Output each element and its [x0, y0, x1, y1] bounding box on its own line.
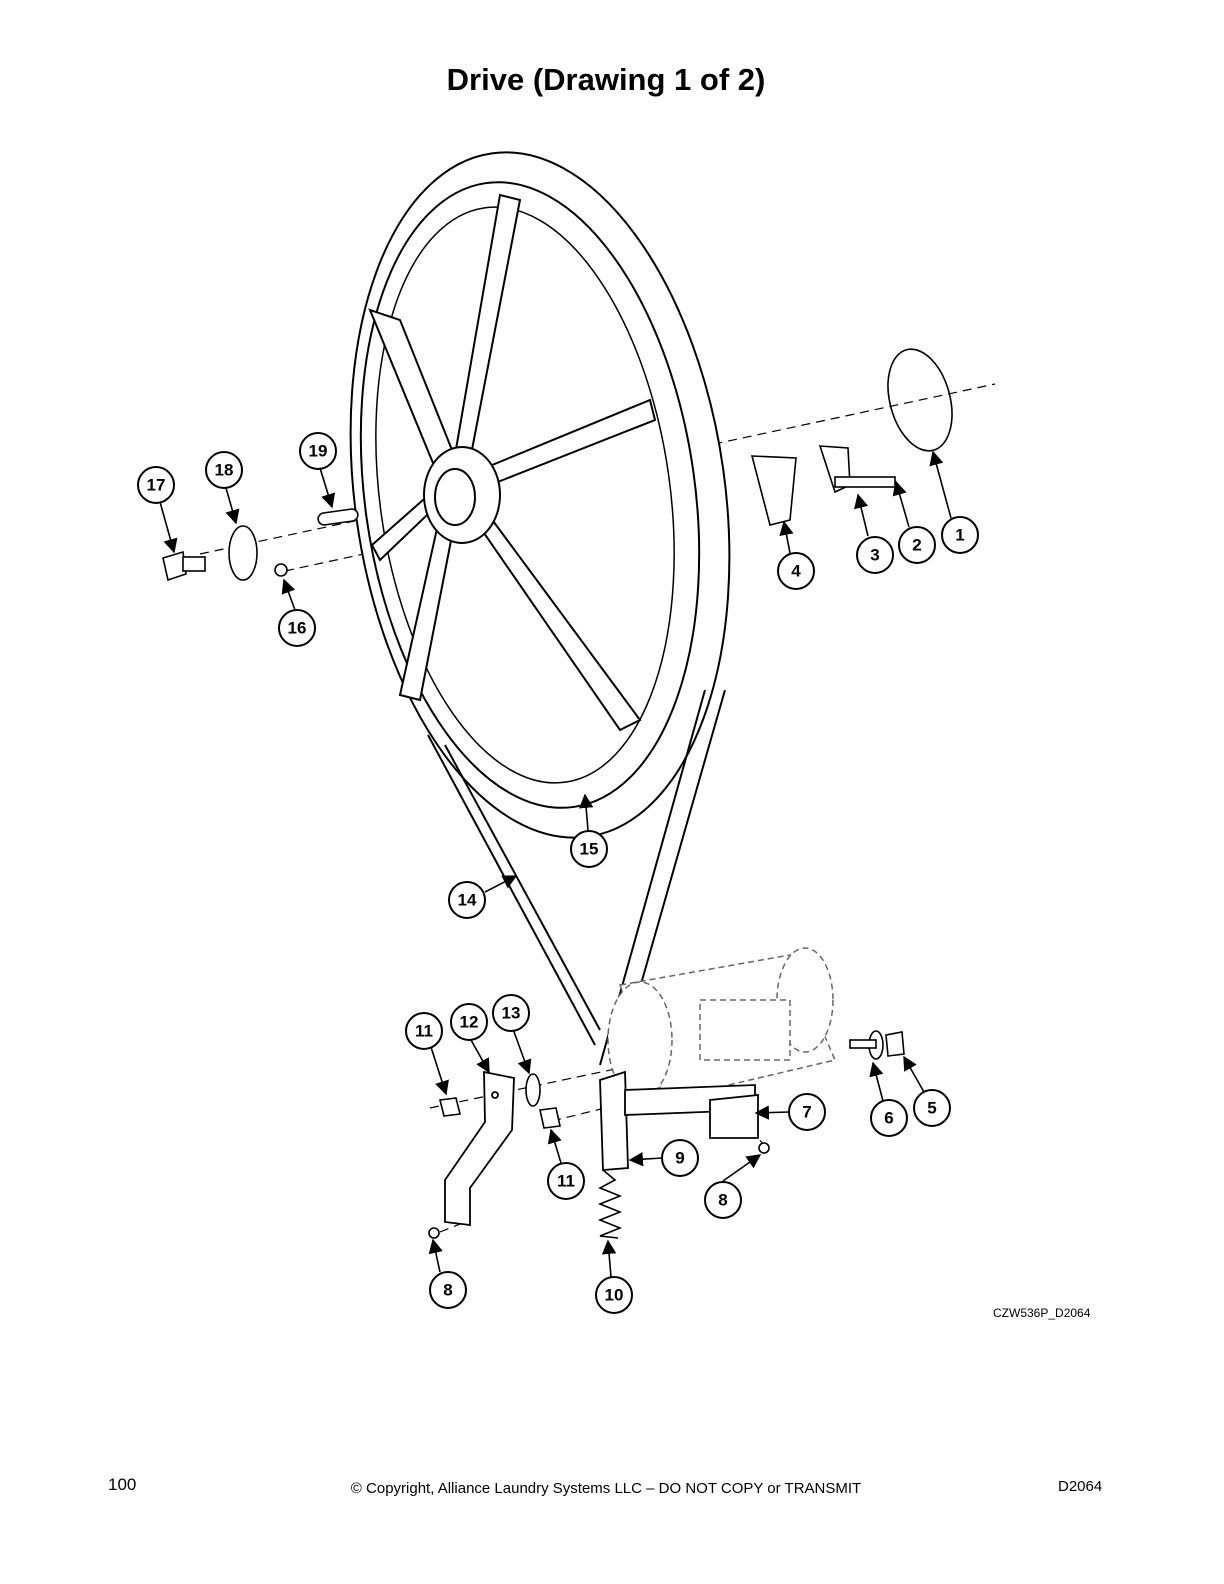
- callout-13: 13: [502, 1004, 521, 1023]
- page-title: Drive (Drawing 1 of 2): [446, 62, 766, 97]
- document-code: D2064: [1058, 1478, 1103, 1495]
- callout-2: 2: [912, 536, 921, 555]
- motor: [607, 947, 837, 1101]
- callout-19: 19: [309, 442, 328, 461]
- mounting-plate: [444, 1070, 515, 1227]
- callout-8-right: 8: [718, 1191, 727, 1210]
- drive-pulley: [349, 151, 731, 839]
- drawing-code: CZW536P_D2064: [993, 1306, 1091, 1320]
- callout-labels: 1 2 3 4 5 6 7 8 8 9 10 11 11 12 13 14 15…: [147, 442, 965, 1305]
- callout-3: 3: [870, 546, 879, 565]
- page-number: 100: [108, 1475, 137, 1494]
- callout-11-left: 11: [415, 1022, 433, 1041]
- callout-7: 7: [802, 1103, 811, 1122]
- callout-5: 5: [927, 1099, 936, 1118]
- callout-8-left: 8: [443, 1281, 452, 1300]
- callout-16: 16: [288, 619, 307, 638]
- copyright-notice: © Copyright, Alliance Laundry Systems LL…: [350, 1480, 862, 1497]
- callout-14: 14: [458, 891, 477, 910]
- callout-18: 18: [215, 461, 234, 480]
- tensioner-bracket: [599, 1070, 759, 1171]
- callout-17: 17: [147, 476, 166, 495]
- callout-leaders: [159, 450, 952, 1278]
- callout-12: 12: [460, 1013, 479, 1032]
- callout-15: 15: [580, 840, 599, 859]
- callout-9: 9: [675, 1149, 684, 1168]
- callout-balloons: [137, 432, 979, 1314]
- callout-11-lower: 11: [557, 1172, 575, 1191]
- tension-spring: [597, 1169, 623, 1239]
- callout-6: 6: [884, 1109, 893, 1128]
- callout-10: 10: [605, 1286, 624, 1305]
- callout-4: 4: [791, 562, 801, 581]
- callout-1: 1: [955, 526, 964, 545]
- hardware-parts: [162, 348, 953, 1239]
